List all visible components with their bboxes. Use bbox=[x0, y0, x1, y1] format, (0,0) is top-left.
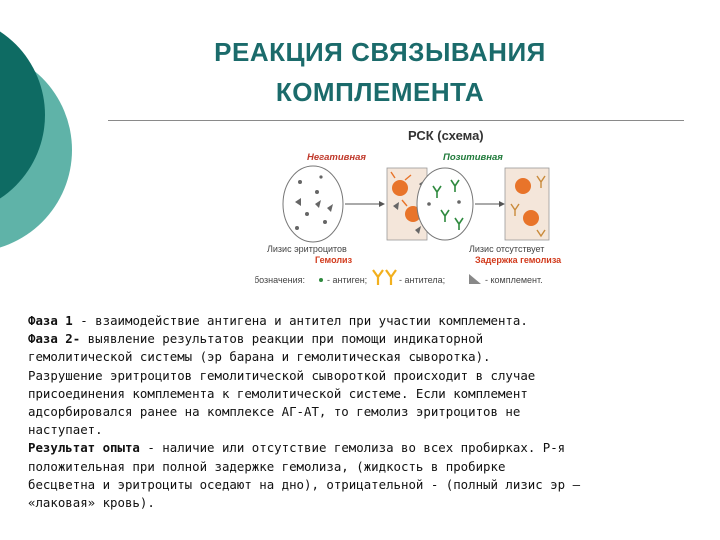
slide-title: РЕАКЦИЯ СВЯЗЫВАНИЯ КОМПЛЕМЕНТА bbox=[120, 32, 640, 112]
phase2-text-a: выявление результатов реакции при помощи… bbox=[80, 331, 484, 347]
phase1-text: - взаимодействие антигена и антител при … bbox=[72, 313, 528, 328]
body-text: Фаза 1 - взаимодействие антигена и антит… bbox=[28, 312, 698, 512]
positive-erythrocyte-1 bbox=[515, 178, 531, 194]
result-text-c: бесцветна и эритроциты оседают на дно), … bbox=[28, 476, 581, 492]
positive-label: Позитивная bbox=[443, 152, 503, 163]
result-line: Результат опыта - наличие или отсутствие… bbox=[28, 439, 698, 457]
phase1-line: Фаза 1 - взаимодействие антигена и антит… bbox=[28, 312, 698, 330]
title-line-1: РЕАКЦИЯ СВЯЗЫВАНИЯ bbox=[214, 37, 546, 67]
negative-label: Негативная bbox=[307, 152, 366, 163]
antibody-legend-icon bbox=[372, 269, 397, 285]
negative-antigen-ellipse bbox=[282, 165, 344, 243]
para1-d: наступает. bbox=[28, 422, 103, 438]
result-label: Результат опыта bbox=[28, 440, 140, 456]
result-text-b: положительная при полной задержке гемоли… bbox=[28, 458, 506, 474]
phase2-line: Фаза 2- выявление результатов реакции пр… bbox=[28, 330, 698, 348]
phase2-label: Фаза 2- bbox=[28, 331, 81, 347]
title-line-2: КОМПЛЕМЕНТА bbox=[275, 77, 485, 107]
result-text-d: «лаковая» кровь). bbox=[28, 495, 155, 511]
positive-complexes bbox=[432, 179, 464, 230]
right-result-2: Задержка гемолиза bbox=[475, 255, 562, 265]
legend-antibody: - антитела; bbox=[399, 275, 445, 285]
result-text-a: - наличие или отсутствие гемолиза во все… bbox=[139, 440, 566, 456]
complement-legend-icon bbox=[469, 274, 481, 284]
para1-c: адсорбировался ранее на комплексе АГ-АТ,… bbox=[28, 404, 521, 420]
rsk-scheme-figure: РСК (схема) Негативная Позитивная Лизис … bbox=[255, 128, 562, 285]
antigen-legend-icon bbox=[319, 278, 323, 282]
negative-particles bbox=[295, 175, 333, 230]
phase1-label: Фаза 1 bbox=[28, 313, 73, 328]
para1-a: Разрушение эритроцитов гемолитической сы… bbox=[28, 367, 536, 383]
figure-caption: РСК (схема) bbox=[408, 128, 484, 143]
negative-erythrocyte-1 bbox=[392, 180, 408, 196]
legend-title: Обозначения: bbox=[255, 275, 305, 285]
left-result-1: Лизис эритроцитов bbox=[267, 244, 347, 254]
positive-antigen-ellipse bbox=[416, 167, 474, 241]
legend-complement: - комплемент. bbox=[485, 275, 543, 285]
positive-erythrocyte-2 bbox=[523, 210, 539, 226]
dark-teal-circle bbox=[0, 31, 45, 199]
right-result-1: Лизис отсутствует bbox=[469, 244, 544, 254]
decorative-circles bbox=[0, 31, 72, 248]
left-result-2: Гемолиз bbox=[315, 255, 353, 265]
para1-b: присоединения комплемента к гемолитическ… bbox=[28, 385, 528, 401]
phase2-text-b: гемолитической системы (эр барана и гемо… bbox=[28, 349, 491, 365]
title-divider bbox=[108, 120, 684, 121]
legend-antigen: - антиген; bbox=[327, 275, 367, 285]
